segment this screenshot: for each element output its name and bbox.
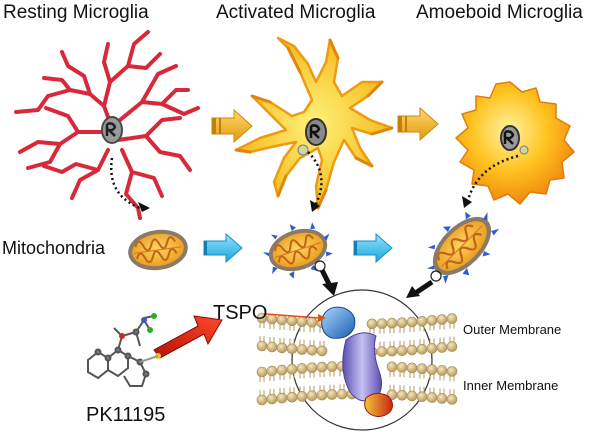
outer-membrane-lipid-head [406, 316, 418, 328]
stage-arrow-activated-to-amoeboid [397, 106, 439, 142]
label-tspo: TSPO [213, 302, 268, 324]
zoom-arrow-activated [314, 260, 338, 296]
outer-membrane-lipid-head [276, 342, 288, 354]
pk11195-molecule [87, 313, 161, 387]
inner-membrane-lipid-head [276, 364, 288, 376]
label-pk11195: PK11195 [86, 404, 166, 426]
inner-membrane-lipid-head [326, 389, 338, 400]
outer-membrane-lipid-head [286, 315, 298, 327]
outer-membrane-lipid-head [266, 313, 278, 325]
resting-microglia-cell [14, 30, 200, 220]
outer-membrane-lipid-head [306, 345, 318, 356]
outer-membrane-lipid-head [276, 314, 288, 326]
outer-membrane-lipid-head [416, 343, 428, 355]
ligand-arrow [153, 315, 223, 359]
inner-membrane-lipid-head [406, 362, 418, 374]
outer-membrane-lipid-head [366, 318, 378, 330]
outer-membrane-lipid-head [436, 342, 448, 353]
mito-arrow-1 [203, 232, 243, 264]
outer-membrane-lipid-head [256, 340, 268, 352]
zoom-arrow-amoeboid [406, 270, 442, 298]
label-mitochondria: Mitochondria [2, 238, 106, 258]
title-activated-microglia: Activated Microglia [216, 2, 376, 23]
inner-membrane-lipid-head [316, 361, 328, 373]
inner-membrane-lipid-head [396, 362, 408, 373]
label-inner-membrane: Inner Membrane [463, 378, 559, 393]
mito-arrow-2 [353, 232, 393, 264]
label-outer-membrane: Outer Membrane [463, 322, 562, 337]
inner-membrane-lipid-head [296, 391, 308, 402]
inner-membrane-lipid-head [286, 391, 298, 403]
inner-membrane-lipid-head [386, 361, 398, 373]
mitochondrion-resting [124, 225, 192, 275]
outer-membrane-lipid-head [386, 317, 398, 329]
title-amoeboid-microglia: Amoeboid Microglia [416, 2, 583, 23]
outer-membrane-lipid-head [296, 344, 308, 355]
tspo-pointer [265, 313, 326, 322]
activated-nucleus [297, 118, 327, 156]
outer-membrane-lipid-head [376, 346, 388, 357]
outer-membrane-lipid-head [266, 341, 278, 353]
outer-membrane-lipid-head [286, 343, 298, 355]
inner-membrane-lipid-head [306, 390, 318, 401]
mitochondrion-amoeboid [414, 197, 511, 294]
outer-membrane-lipid-head [396, 317, 408, 328]
outer-membrane-lipid-head [426, 315, 438, 326]
inner-membrane-lipid-head [436, 393, 448, 404]
inner-membrane-lipid-head [266, 365, 278, 377]
inner-membrane-lipid-head [296, 363, 308, 374]
outer-membrane-lipid-head [446, 313, 458, 324]
inner-membrane-lipid-head [406, 390, 418, 402]
outer-membrane-lipid-head [316, 345, 328, 357]
outer-membrane-lipid-head [446, 341, 458, 352]
inner-membrane-lipid-head [426, 364, 438, 375]
outer-membrane-lipid-head [396, 345, 408, 356]
outer-membrane-lipid-head [416, 315, 428, 327]
inner-membrane-lipid-head [426, 392, 438, 403]
membrane-bilayers [256, 312, 458, 406]
amoeboid-nucleus [500, 125, 529, 155]
outer-membrane-lipid-head [386, 345, 398, 357]
inner-membrane-lipid-head [396, 390, 408, 401]
inner-membrane-lipid-head [446, 366, 458, 377]
dotted-arrow-amoeboid [462, 154, 519, 208]
inner-membrane-lipid-head [306, 362, 318, 373]
dotted-arrow-resting [109, 157, 150, 212]
stage-arrow-resting-to-activated [211, 108, 253, 144]
inner-membrane-lipid-head [326, 361, 338, 372]
title-resting-microglia: Resting Microglia [3, 2, 149, 23]
inner-membrane-lipid-head [416, 391, 428, 403]
inner-membrane-lipid-head [286, 363, 298, 375]
inner-membrane-lipid-head [266, 393, 278, 405]
outer-membrane-lipid-head [296, 316, 308, 327]
outer-membrane-lipid-head [436, 314, 448, 325]
inner-membrane-lipid-head [256, 394, 268, 406]
resting-nucleus [101, 116, 123, 144]
outer-membrane-lipid-head [376, 318, 388, 329]
inner-membrane-lipid-head [316, 389, 328, 401]
inner-membrane-lipid-head [256, 366, 268, 378]
inner-membrane-lipid-head [446, 394, 458, 405]
inner-membrane-lipid-head [276, 392, 288, 404]
dotted-arrow-activated [307, 151, 323, 212]
outer-membrane-lipid-head [426, 343, 438, 354]
inner-membrane-lipid-head [416, 363, 428, 375]
outer-membrane-lipid-head [306, 317, 318, 328]
inner-membrane-lipid-head [436, 365, 448, 376]
inner-membrane-lipid-head [336, 388, 348, 400]
tspo-protein [321, 306, 394, 418]
outer-membrane-lipid-head [406, 344, 418, 356]
